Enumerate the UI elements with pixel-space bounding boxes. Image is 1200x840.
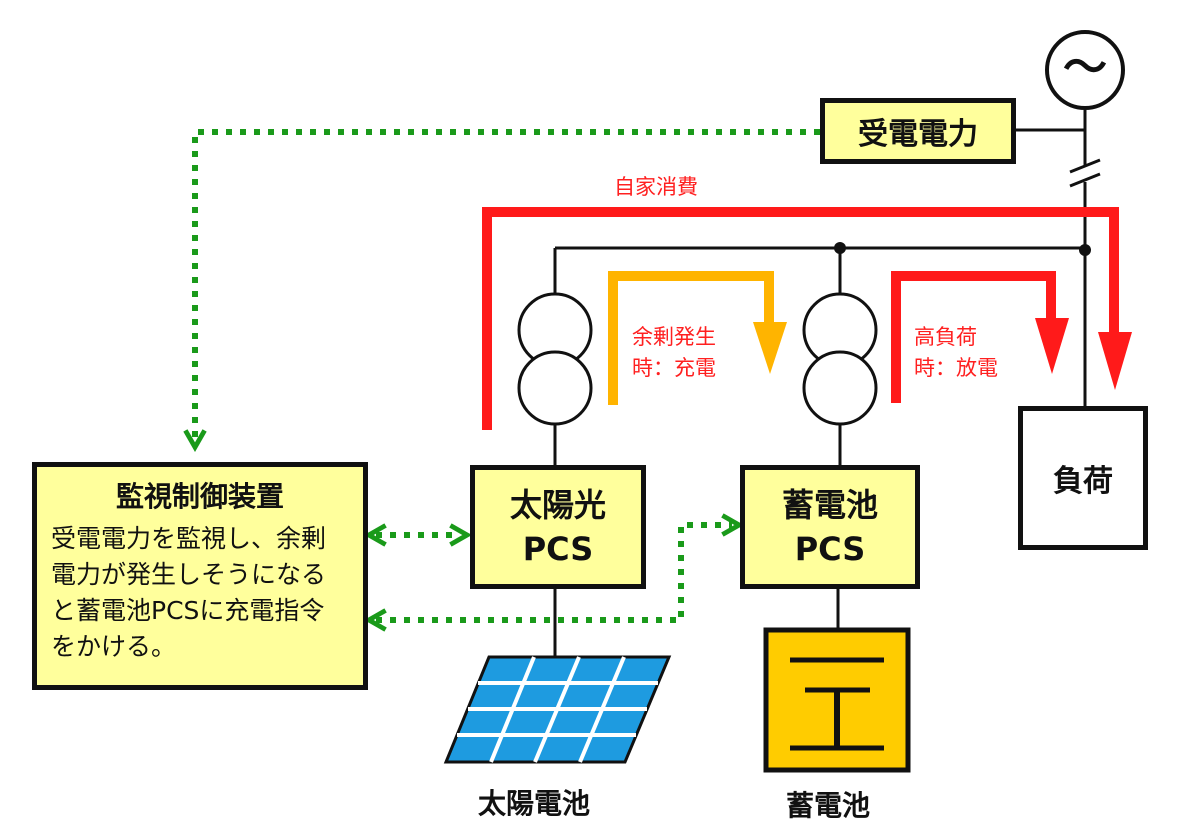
monitor-title: 監視制御装置 bbox=[115, 480, 284, 513]
wiring bbox=[553, 110, 1087, 660]
battery-pcs-label: 蓄電池 bbox=[781, 486, 878, 524]
junction-dot bbox=[834, 242, 846, 254]
solar-panel-icon bbox=[443, 655, 672, 764]
surplus-label-line1: 余剰発生 bbox=[632, 325, 716, 349]
discharge-flow bbox=[891, 271, 1069, 403]
control-signals bbox=[183, 129, 820, 632]
breaker-symbol bbox=[1069, 158, 1101, 188]
generator-icon: ～ bbox=[1063, 42, 1107, 93]
generator-symbol: ～ bbox=[1045, 30, 1125, 110]
charge-flow bbox=[608, 271, 787, 405]
monitor-description: 受電電力を監視し、余剰電力が発生しそうになると蓄電池PCSに充電指令をかける。 bbox=[51, 524, 327, 661]
monitor-control-box: 監視制御装置 受電電力を監視し、余剰電力が発生しそうになると蓄電池PCSに充電指… bbox=[32, 462, 368, 690]
solar-pcs-label: 太陽光 bbox=[509, 486, 606, 524]
load-box: 負荷 bbox=[1018, 406, 1148, 550]
highload-label: 高負荷 時：放電 bbox=[914, 322, 998, 384]
surplus-label: 余剰発生 時：充電 bbox=[632, 322, 716, 384]
battery-pcs-box: 蓄電池 PCS bbox=[740, 465, 920, 589]
load-label: 負荷 bbox=[1053, 464, 1113, 499]
received-power-box: 受電電力 bbox=[820, 98, 1016, 164]
battery-pcs-label: PCS bbox=[794, 530, 866, 568]
self-consumption-label: 自家消費 bbox=[614, 175, 698, 199]
surplus-label-line2: 時：充電 bbox=[632, 356, 716, 380]
battery-caption: 蓄電池 bbox=[786, 789, 871, 822]
self-consumption-flow bbox=[482, 207, 1132, 430]
battery-transformer bbox=[802, 292, 878, 426]
battery-icon bbox=[763, 627, 911, 773]
solar-cell-caption: 太陽電池 bbox=[478, 787, 591, 820]
received-power-label: 受電電力 bbox=[858, 117, 978, 152]
junction-dot bbox=[1079, 244, 1091, 256]
solar-pcs-label: PCS bbox=[522, 530, 594, 568]
solar-transformer bbox=[517, 292, 593, 426]
solar-pcs-box: 太陽光 PCS bbox=[470, 465, 646, 589]
highload-label-line2: 時：放電 bbox=[914, 356, 998, 380]
highload-label-line1: 高負荷 bbox=[914, 325, 977, 349]
